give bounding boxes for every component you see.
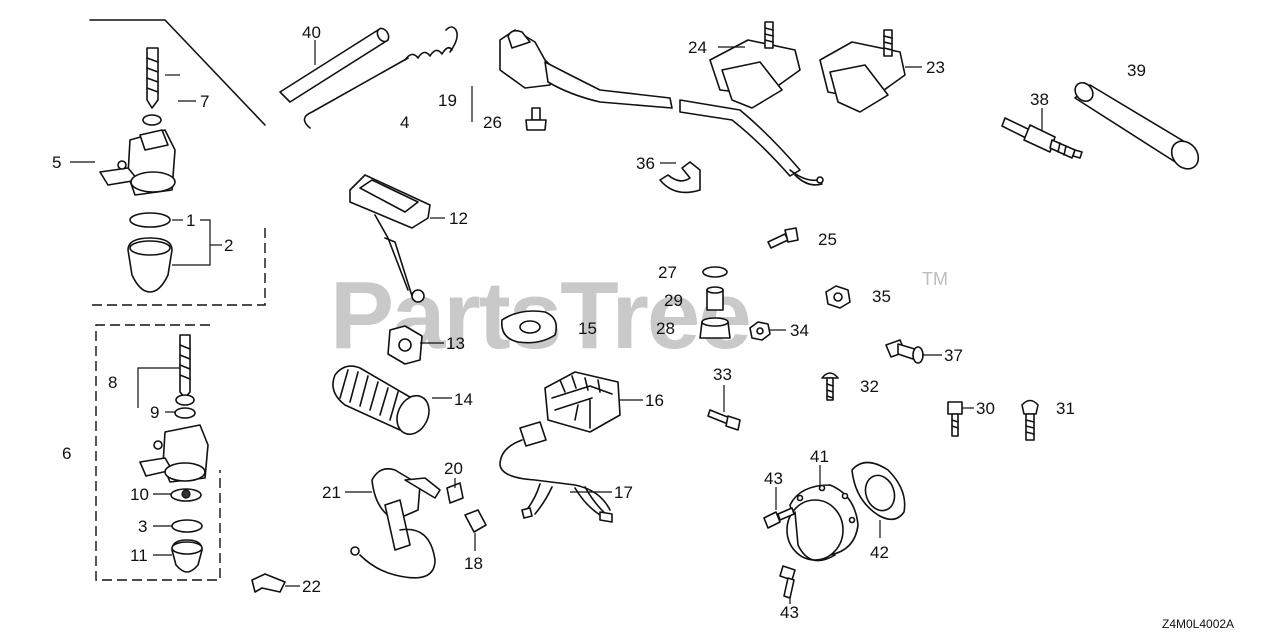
part-3-o-ring[interactable] [171,519,203,533]
part-43-bolt-lower[interactable] [779,565,796,599]
callout-39: 39 [1127,61,1146,80]
callout-23: 23 [926,58,945,77]
callout-37: 37 [944,346,963,365]
group-frame-lower [95,324,221,581]
callout-15: 15 [578,319,597,338]
part-34-nut[interactable] [749,321,771,341]
part-35-flange-nut[interactable] [825,285,851,309]
callout-27: 27 [658,263,677,282]
part-39-plug-wrench[interactable] [1071,79,1203,174]
callout-42: 42 [870,543,889,562]
callout-33: 33 [713,365,732,384]
part-8-filter[interactable] [179,334,191,399]
callout-26: 26 [483,113,502,132]
part-12-throttle-lever[interactable] [349,174,431,303]
callout-20: 20 [444,459,463,478]
part-17-wire-harness[interactable] [499,421,613,523]
callout-43-upper: 43 [764,469,783,488]
callout-31: 31 [1056,399,1075,418]
callout-21: 21 [322,483,341,502]
callout-30: 30 [976,399,995,418]
part-1-gasket[interactable] [129,212,171,228]
part-41-cover[interactable] [786,484,859,562]
part-9-gasket[interactable] [174,407,196,419]
callout-13: 13 [446,334,465,353]
part-22-clamp[interactable] [251,573,286,593]
callout-2: 2 [224,236,233,255]
callout-38: 38 [1030,90,1049,109]
callout-16: 16 [645,391,664,410]
group-frame-bottom [90,228,266,306]
part-7-filter-screen[interactable] [146,47,159,109]
callout-19: 19 [438,91,457,110]
fuel-valve-group-lower [95,324,221,581]
part-28-grommet[interactable] [699,317,731,339]
callout-40: 40 [302,23,321,42]
part-11-sediment-cup[interactable] [171,539,203,573]
callout-18: 18 [464,554,483,573]
callout-4: 4 [400,113,409,132]
callout-43-lower: 43 [780,603,799,622]
callout-32: 32 [860,377,879,396]
part-21-stop-switch[interactable] [350,467,441,579]
callout-24: 24 [688,38,707,57]
part-5-fuel-valve[interactable] [99,129,176,196]
part-29-collar[interactable] [706,286,724,311]
callout-8: 8 [108,373,117,392]
part-26-screw[interactable] [525,107,547,131]
part-31-bolt[interactable] [1021,399,1039,441]
fuel-valve-group-upper [70,19,266,306]
part-38-spark-plug[interactable] [1001,117,1083,159]
callout-36: 36 [636,154,655,173]
part-30-bolt[interactable] [947,401,963,437]
callout-6: 6 [62,444,71,463]
part-15-gasket[interactable] [501,310,558,344]
part-washer-upper[interactable] [142,114,162,126]
callout-3: 3 [138,517,147,536]
callout-41: 41 [810,447,829,466]
callout-7: 7 [200,92,209,111]
diagram-code: Z4M0L4002A [1162,617,1234,631]
part-18-boot[interactable] [464,509,487,533]
part-spark-plug-cap-lead[interactable] [499,29,824,186]
part-20-connector[interactable] [446,482,464,504]
callout-11: 11 [130,546,148,565]
callout-9: 9 [150,403,159,422]
part-13-gasket[interactable] [387,325,423,365]
part-6-fuel-valve[interactable] [139,424,209,483]
callout-29: 29 [664,291,683,310]
callout-12: 12 [449,209,468,228]
part-42-gasket[interactable] [851,461,906,521]
group-frame-top [89,19,266,126]
part-washer-lower[interactable] [175,394,195,406]
watermark-trademark: TM [922,269,948,289]
callout-35: 35 [872,287,891,306]
callout-10: 10 [130,485,149,504]
callout-5: 5 [52,153,61,172]
part-2-fuel-cup[interactable] [127,237,173,293]
part-27-washer[interactable] [702,266,728,278]
part-10-cup-seat[interactable] [170,488,202,502]
part-23-engine-mount[interactable] [819,29,906,113]
part-37-flange-bolt[interactable] [885,339,924,364]
part-32-screw[interactable] [821,372,839,401]
part-25-bolt[interactable] [767,227,799,249]
part-40-tube[interactable] [279,26,391,103]
part-14-handle-grip[interactable] [332,365,435,439]
part-4-throttle-spring-rod[interactable] [303,26,458,129]
part-36-cord-clip[interactable] [659,161,701,194]
part-16-ignition-module[interactable] [544,371,621,433]
part-43-bolt-upper[interactable] [763,507,795,529]
part-33-screw[interactable] [707,409,741,431]
callout-34: 34 [790,321,809,340]
callout-1: 1 [186,211,195,230]
callout-22: 22 [302,577,321,596]
part-24-engine-mount[interactable] [709,21,801,109]
callout-28: 28 [656,319,675,338]
callout-17: 17 [614,483,633,502]
callout-25: 25 [818,230,837,249]
callout-14: 14 [454,390,473,409]
